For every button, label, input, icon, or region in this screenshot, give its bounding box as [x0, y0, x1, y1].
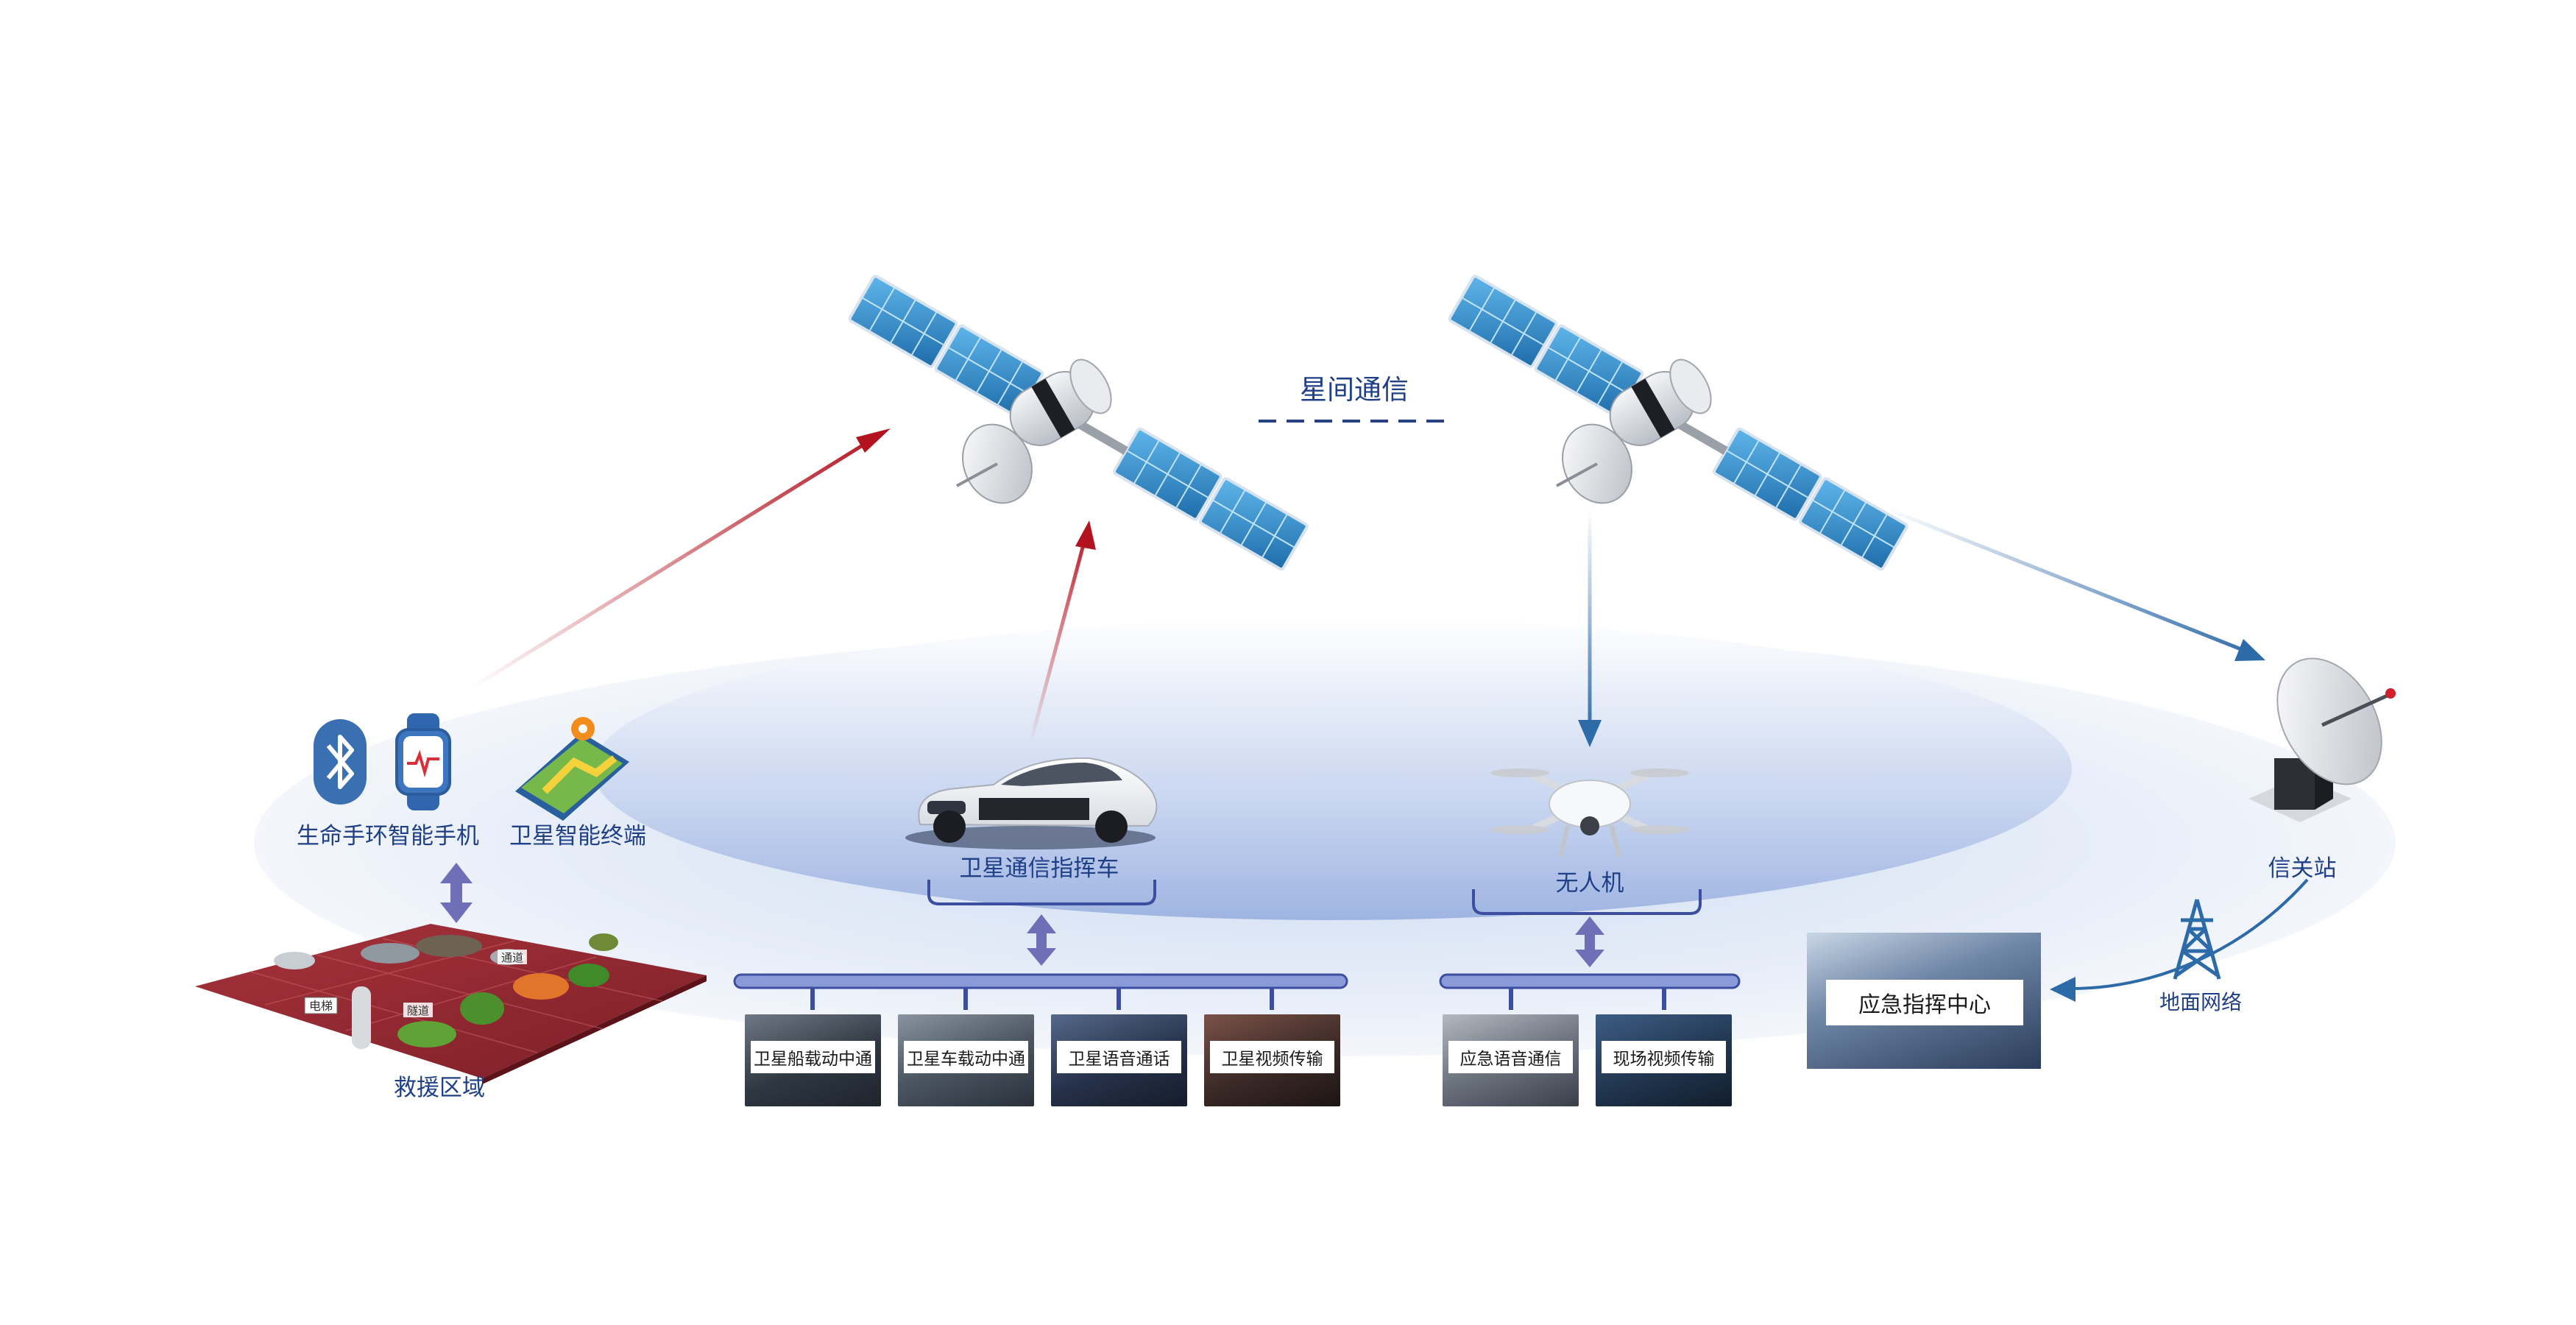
- coverage-inner-ellipse: [592, 618, 2072, 920]
- ground-network-arrowhead: [2050, 977, 2076, 1002]
- emergency-command-center-card: 应急指挥中心: [1807, 933, 2041, 1069]
- service-tile-video-transfer: 卫星视频传输: [1204, 1014, 1340, 1106]
- service-caption: 应急语音通信: [1448, 1041, 1573, 1073]
- service-tile-emergency-voice: 应急语音通信: [1443, 1014, 1579, 1106]
- wearables-label: 生命手环智能手机: [297, 823, 479, 849]
- map-tag-1-box: [304, 997, 338, 1014]
- ground-network-tower-icon: [2173, 899, 2221, 980]
- drone-services-bus: [1439, 973, 1741, 989]
- map-tag-3-box: [498, 950, 527, 964]
- vehicle-services-bus: [733, 973, 1348, 989]
- bluetooth-icon: [314, 719, 367, 805]
- uplink-arrow-terminals: [470, 439, 870, 690]
- command-vehicle-label: 卫星通信指挥车: [959, 855, 1119, 881]
- drone-icon: [1490, 768, 1689, 858]
- inter-satellite-label: 星间通信: [1300, 375, 1409, 405]
- satellite-left-icon: [849, 275, 1308, 570]
- service-caption: 卫星语音通话: [1057, 1041, 1181, 1073]
- service-tile-voice-call: 卫星语音通话: [1051, 1014, 1187, 1106]
- drone-bracket: [1472, 889, 1702, 915]
- map-tag-1: 电梯: [309, 999, 333, 1013]
- service-caption: 卫星视频传输: [1210, 1041, 1334, 1073]
- gateway-station-label: 信关站: [2268, 855, 2337, 881]
- drone-bus-connectors: [1509, 988, 1666, 1010]
- command-vehicle-bracket: [927, 880, 1156, 905]
- emergency-command-center-label: 应急指挥中心: [1826, 980, 2023, 1025]
- downlink-arrowhead-gateway: [2234, 639, 2265, 661]
- service-caption: 卫星车载动中通: [904, 1041, 1028, 1073]
- vehicle-double-arrow: [1027, 914, 1056, 966]
- downlink-arrow-gateway: [1883, 506, 2242, 651]
- map-tag-2: 隧道: [407, 1004, 429, 1017]
- command-vehicle-icon: [905, 757, 1158, 849]
- rescue-double-arrow: [440, 863, 473, 923]
- vehicle-bus-connectors: [810, 988, 1274, 1010]
- map-tag-2-box: [403, 1003, 433, 1017]
- terminal-label: 卫星智能终端: [509, 823, 646, 849]
- service-tile-vehicle-satcom: 卫星车载动中通: [898, 1014, 1034, 1106]
- rescue-area-label: 救援区域: [394, 1075, 485, 1100]
- service-tile-ship-satcom: 卫星船载动中通: [745, 1014, 881, 1106]
- downlink-arrowhead-drone: [1578, 720, 1602, 747]
- gateway-station-icon: [2248, 657, 2396, 822]
- satellite-terminal-icon: [515, 717, 629, 821]
- ground-network-label: 地面网络: [2159, 991, 2243, 1014]
- map-tag-3: 通道: [501, 951, 523, 964]
- service-caption: 卫星船载动中通: [751, 1041, 875, 1073]
- service-tile-site-video: 现场视频传输: [1596, 1014, 1732, 1106]
- drone-label: 无人机: [1555, 870, 1624, 896]
- uplink-arrow-vehicle: [1028, 544, 1086, 744]
- service-caption: 现场视频传输: [1602, 1041, 1726, 1073]
- satellite-right-icon: [1448, 275, 1908, 570]
- uplink-arrowhead-vehicle: [1075, 520, 1096, 550]
- uplink-arrowhead-terminals: [856, 428, 891, 453]
- drone-double-arrow: [1575, 916, 1604, 967]
- rescue-area-map: [195, 924, 707, 1084]
- smart-watch-icon: [395, 713, 451, 810]
